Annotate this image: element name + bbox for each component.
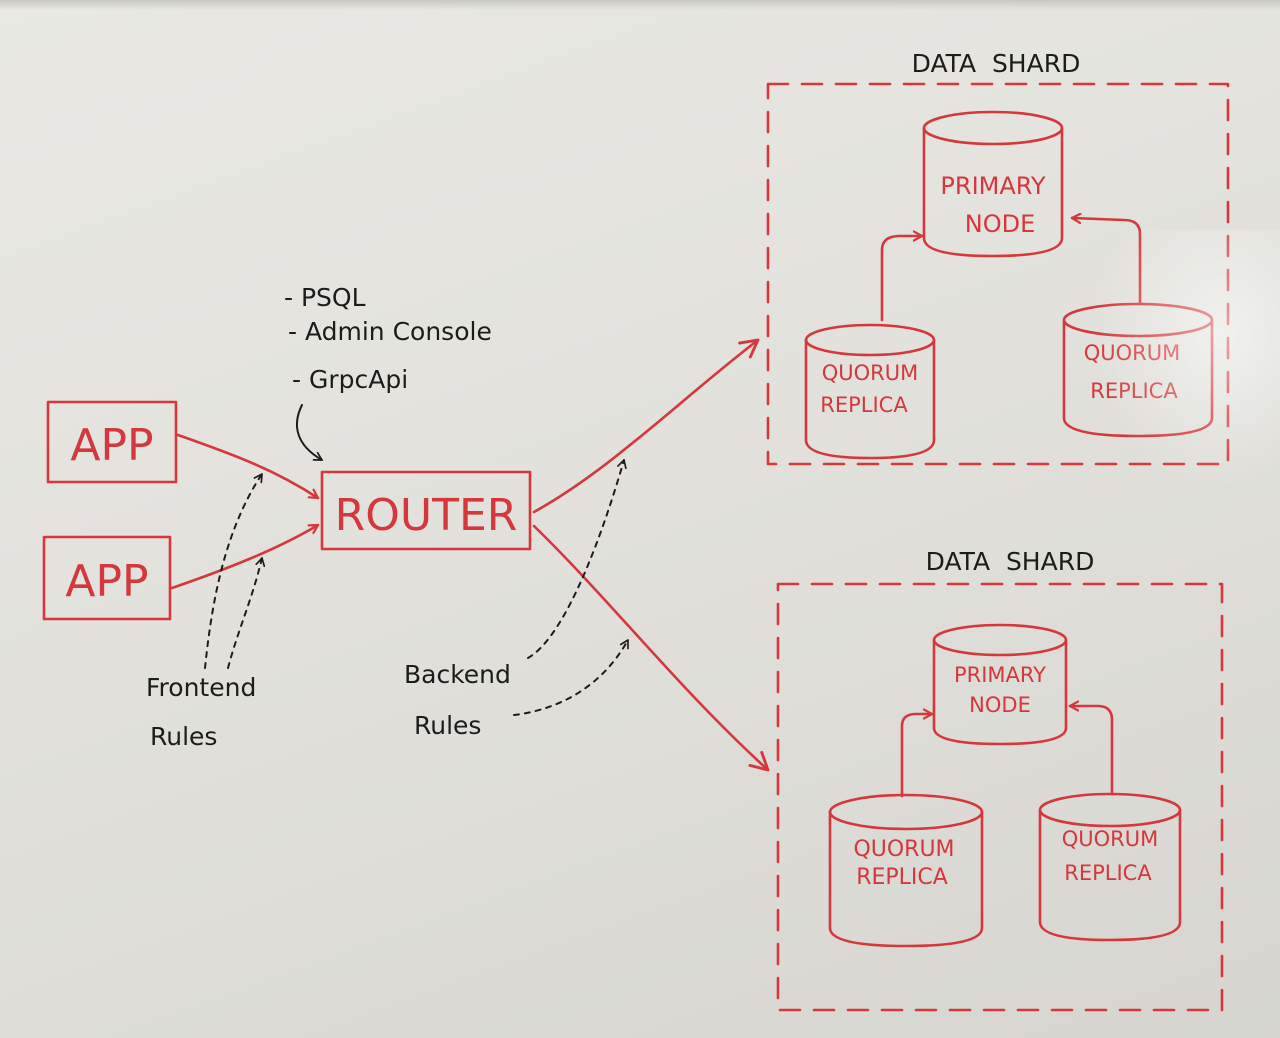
shard2-replica-left: QUORUM REPLICA xyxy=(828,793,984,948)
shard2-replica-left-line-1: QUORUM xyxy=(853,837,954,862)
shard2-title: DATA SHARD xyxy=(926,547,1095,576)
data-shard-1: DATA SHARD PRIMARY NODE QUORUM REPLICA Q… xyxy=(766,49,1230,466)
frontend-rules-label: Frontend Rules xyxy=(146,673,256,751)
app2-to-router-arrow xyxy=(170,523,320,590)
shard2-primary-line-2: NODE xyxy=(969,693,1031,717)
protocol-grpcapi: - GrpcApi xyxy=(292,365,408,394)
shard2-replica-right: QUORUM REPLICA xyxy=(1038,792,1182,942)
app-node-2: APP xyxy=(42,535,172,621)
shard1-replica-right-line-1: QUORUM xyxy=(1084,341,1181,365)
shard2-right-replication-arrow xyxy=(1068,706,1114,796)
frontend-rules-arrow-1 xyxy=(204,473,263,669)
protocol-admin-console: - Admin Console xyxy=(288,317,492,346)
shard2-primary-node: PRIMARY NODE xyxy=(932,623,1068,746)
router-protocol-list: - PSQL - Admin Console - GrpcApi xyxy=(284,283,492,394)
shard1-replica-left-line-2: REPLICA xyxy=(820,393,908,417)
app-label-1: APP xyxy=(70,420,153,471)
shard2-left-replication-arrow xyxy=(900,714,934,798)
shard1-primary-line-2: NODE xyxy=(965,210,1036,238)
backend-rules-arrow-2 xyxy=(513,639,629,716)
frontend-rules-line-2: Rules xyxy=(150,722,217,751)
shard1-primary-line-1: PRIMARY xyxy=(940,172,1045,200)
app1-to-router-arrow xyxy=(176,433,320,500)
shard2-replica-right-line-2: REPLICA xyxy=(1064,861,1152,885)
router-to-shard2-arrow xyxy=(532,524,770,772)
shard1-title: DATA SHARD xyxy=(912,49,1081,78)
shard1-replica-left-line-1: QUORUM xyxy=(822,361,919,385)
app-label-2: APP xyxy=(65,556,148,607)
shard1-replica-right: QUORUM REPLICA xyxy=(1062,302,1214,438)
backend-rules-label: Backend Rules xyxy=(404,660,511,740)
router-node: ROUTER xyxy=(320,470,532,551)
router-label: ROUTER xyxy=(335,490,518,541)
data-shard-2: DATA SHARD PRIMARY NODE QUORUM REPLICA Q… xyxy=(776,547,1224,1012)
backend-rules-arrow-1 xyxy=(527,459,627,659)
backend-rules-line-1: Backend xyxy=(404,660,511,689)
shard2-replica-left-line-2: REPLICA xyxy=(856,865,948,890)
frontend-rules-arrow-2 xyxy=(227,557,266,669)
shard1-left-replication-arrow xyxy=(880,236,924,322)
shard2-replica-right-line-1: QUORUM xyxy=(1062,827,1159,851)
backend-rules-line-2: Rules xyxy=(414,711,481,740)
router-to-shard1-arrow xyxy=(532,338,760,514)
protocol-psql: - PSQL xyxy=(284,283,366,312)
app-node-1: APP xyxy=(46,400,178,484)
shard1-replica-left: QUORUM REPLICA xyxy=(804,323,936,460)
shard1-replica-right-line-2: REPLICA xyxy=(1090,379,1178,403)
frontend-rules-line-1: Frontend xyxy=(146,673,256,702)
shard2-boundary xyxy=(776,582,1224,1012)
shard1-right-replication-arrow xyxy=(1070,218,1142,304)
shard1-primary-node: PRIMARY NODE xyxy=(922,110,1064,258)
protocols-to-router-arrow xyxy=(295,404,323,461)
shard2-primary-line-1: PRIMARY xyxy=(954,663,1046,687)
